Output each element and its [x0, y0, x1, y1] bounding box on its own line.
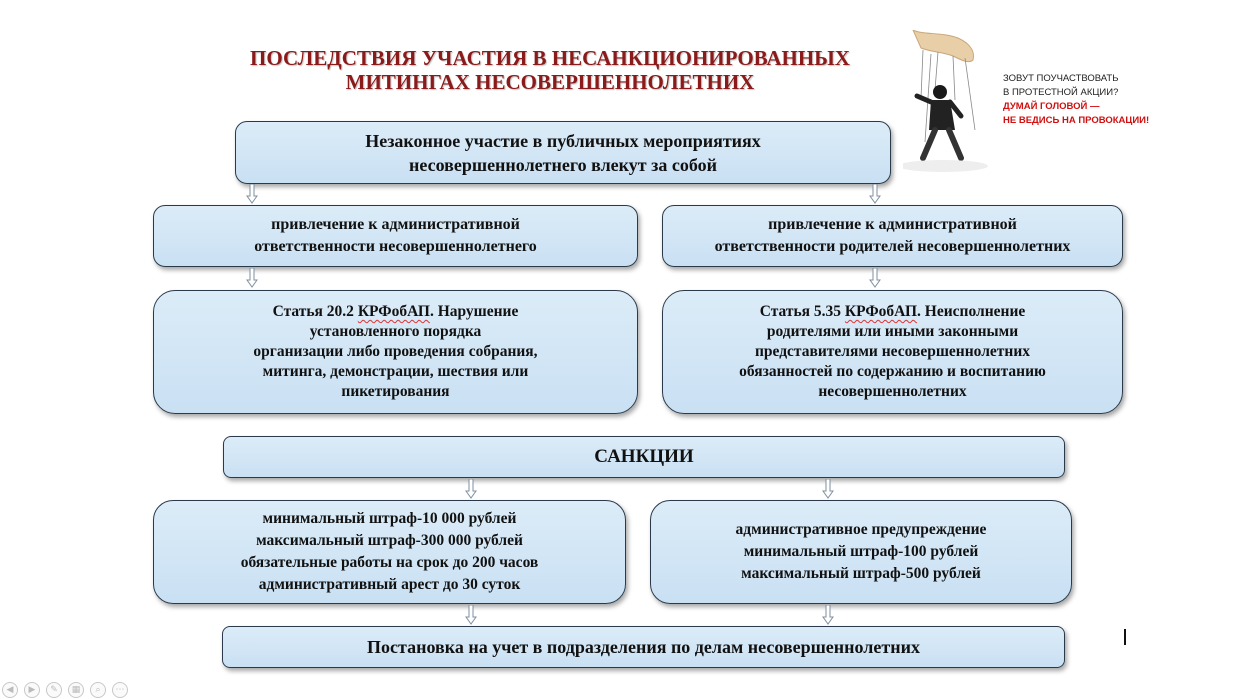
- promo-line-4: НЕ ВЕДИСЬ НА ПРОВОКАЦИИ!: [1003, 115, 1150, 126]
- arrow-left-icon[interactable]: ◀: [2, 682, 18, 698]
- box-illegal-participation-text: Незаконное участие в публичных мероприят…: [365, 130, 761, 175]
- box-sanctions: САНКЦИИ: [223, 436, 1065, 478]
- box-minor-liability-text: привлечение к административной ответстве…: [254, 216, 537, 255]
- arrow-down-icon: [246, 268, 258, 288]
- arrow-down-icon: [869, 184, 881, 204]
- box-article-20-2: Статья 20.2 КРФобАП. Нарушение установле…: [153, 290, 638, 414]
- box-registration: Постановка на учет в подразделения по де…: [222, 626, 1065, 668]
- arrow-down-icon: [822, 479, 834, 499]
- pen-icon[interactable]: ✎: [46, 682, 62, 698]
- promo-line-2: В ПРОТЕСТНОЙ АКЦИИ?: [1003, 87, 1119, 98]
- slide-title: ПОСЛЕДСТВИЯ УЧАСТИЯ В НЕСАНКЦИОНИРОВАННЫ…: [200, 46, 900, 94]
- zoom-icon[interactable]: ⌕: [90, 682, 106, 698]
- article-5-35-code: КРФобАП: [844, 303, 918, 320]
- promo-line-1: ЗОВУТ ПОУЧАСТВОВАТЬ: [1003, 73, 1119, 84]
- slides-icon[interactable]: ▦: [68, 682, 84, 698]
- box-minor-liability: привлечение к административной ответстве…: [153, 205, 638, 267]
- arrow-down-icon: [246, 184, 258, 204]
- box-minor-penalties-text: минимальный штраф-10 000 рублей максимал…: [240, 510, 539, 593]
- article-5-35-prefix: Статья 5.35: [759, 303, 845, 320]
- promo-line-3: ДУМАЙ ГОЛОВОЙ —: [1003, 101, 1100, 112]
- box-illegal-participation: Незаконное участие в публичных мероприят…: [235, 121, 891, 184]
- box-parent-penalties-text: административное предупреждение минималь…: [735, 521, 987, 582]
- article-20-2-rest: . Нарушение установленного порядка орган…: [253, 303, 538, 400]
- box-article-5-35-text: Статья 5.35 КРФобАП. Неисполнение родите…: [739, 302, 1046, 402]
- box-parent-penalties: административное предупреждение минималь…: [650, 500, 1072, 604]
- promo-caption: ЗОВУТ ПОУЧАСТВОВАТЬ В ПРОТЕСТНОЙ АКЦИИ? …: [1003, 72, 1233, 128]
- presentation-toolbar: ◀ ▶ ✎ ▦ ⌕ ⋯: [2, 682, 128, 698]
- arrow-down-icon: [822, 605, 834, 625]
- arrow-down-icon: [465, 479, 477, 499]
- slide-title-text: ПОСЛЕДСТВИЯ УЧАСТИЯ В НЕСАНКЦИОНИРОВАННЫ…: [250, 46, 850, 94]
- arrow-right-icon[interactable]: ▶: [24, 682, 40, 698]
- box-article-5-35: Статья 5.35 КРФобАП. Неисполнение родите…: [662, 290, 1123, 414]
- puppet-illustration: [903, 30, 988, 172]
- box-sanctions-text: САНКЦИИ: [594, 446, 694, 467]
- article-20-2-prefix: Статья 20.2: [272, 303, 358, 320]
- box-parent-liability: привлечение к административной ответстве…: [662, 205, 1123, 267]
- article-5-35-rest: . Неисполнение родителями или иными зако…: [739, 303, 1046, 400]
- box-registration-text: Постановка на учет в подразделения по де…: [367, 636, 920, 657]
- more-icon[interactable]: ⋯: [112, 682, 128, 698]
- article-20-2-code: КРФобАП: [357, 303, 430, 320]
- box-parent-liability-text: привлечение к административной ответстве…: [714, 216, 1071, 255]
- arrow-down-icon: [465, 605, 477, 625]
- arrow-down-icon: [869, 268, 881, 288]
- box-article-20-2-text: Статья 20.2 КРФобАП. Нарушение установле…: [253, 302, 537, 402]
- text-cursor: [1124, 629, 1126, 645]
- box-minor-penalties: минимальный штраф-10 000 рублей максимал…: [153, 500, 626, 604]
